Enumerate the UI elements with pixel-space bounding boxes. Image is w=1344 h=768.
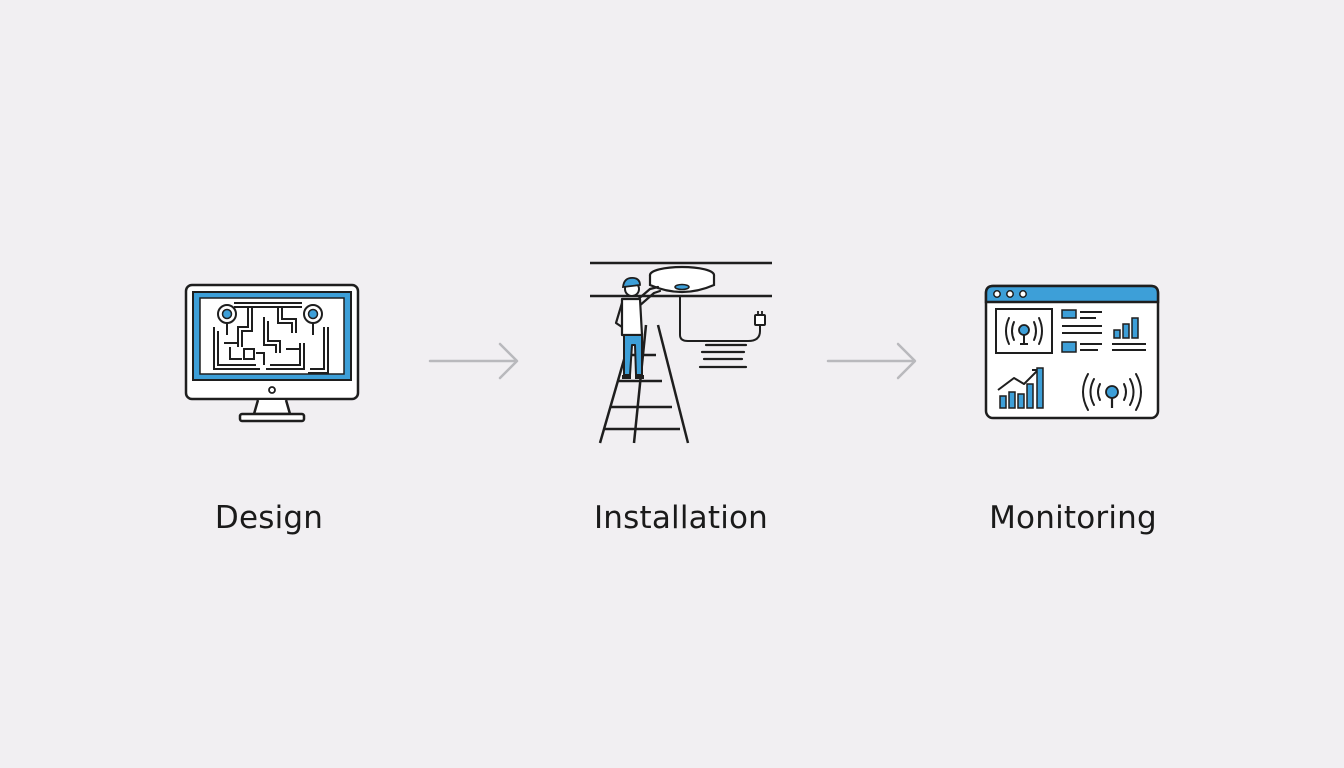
arrow-right-icon xyxy=(428,340,522,384)
step-label-installation: Installation xyxy=(593,500,769,536)
step-label-monitoring: Monitoring xyxy=(989,500,1157,536)
arrow-right-icon xyxy=(826,340,920,384)
step-label-design: Design xyxy=(214,500,324,536)
technician-ladder-icon xyxy=(588,259,778,445)
monitor-floorplan-icon xyxy=(184,283,362,427)
dashboard-window-icon xyxy=(984,284,1160,422)
